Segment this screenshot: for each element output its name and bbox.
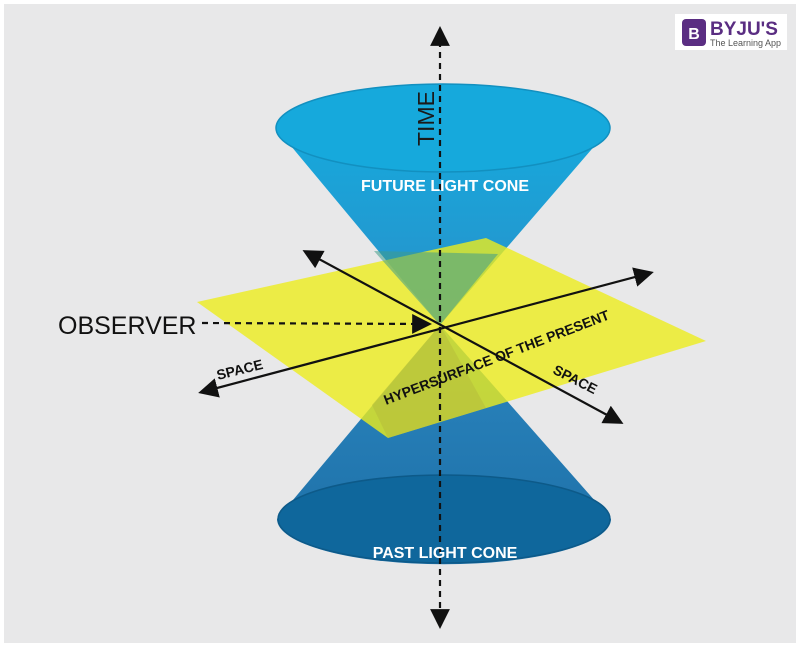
- future-light-cone-label: FUTURE LIGHT CONE: [361, 178, 529, 195]
- future-light-cone-top: [275, 83, 611, 173]
- logo-mark-icon: [682, 19, 706, 46]
- byjus-logo: B BYJU'S The Learning App: [675, 14, 787, 50]
- past-light-cone-label: PAST LIGHT CONE: [373, 545, 518, 562]
- observer-arrow: [201, 314, 432, 334]
- time-label: TIME: [413, 91, 439, 146]
- observer-label: OBSERVER: [58, 312, 196, 340]
- logo-brand: BYJU'S: [710, 19, 778, 40]
- logo-mark-letter: B: [688, 26, 700, 43]
- logo-tagline: The Learning App: [710, 38, 781, 48]
